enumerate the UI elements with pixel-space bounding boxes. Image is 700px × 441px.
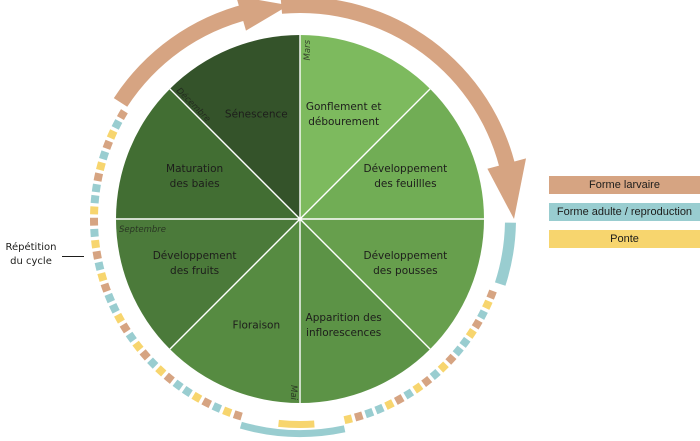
legend-egg-label: Ponte xyxy=(610,233,639,245)
cycle-dash-larva xyxy=(119,322,131,334)
cycle-dash-egg xyxy=(191,391,203,403)
cycle-dash-larva xyxy=(486,289,497,300)
cycle-dash-adult xyxy=(104,292,115,304)
cycle-dash-adult xyxy=(364,407,375,419)
cycle-dash-egg xyxy=(155,365,167,377)
cycle-dash-larva xyxy=(421,375,433,387)
cycle-dash-adult xyxy=(459,336,471,348)
cycle-dash-egg xyxy=(97,272,108,282)
cycle-dash-egg xyxy=(106,129,118,140)
cycle-dash-egg xyxy=(343,414,353,425)
adult-band-bottom xyxy=(239,421,346,438)
segment-5 xyxy=(169,219,300,403)
divider-line xyxy=(299,88,431,220)
cycle-repeat-label: Répétition du cycle xyxy=(0,241,62,269)
cycle-repeat-line2: du cycle xyxy=(10,256,52,267)
cycle-dash-adult xyxy=(211,402,223,413)
cycle-dash-adult xyxy=(111,119,123,130)
cycle-dash-adult xyxy=(172,379,184,391)
cycle-dash-larva xyxy=(139,349,151,361)
divider-line xyxy=(169,88,301,220)
legend-adult-label: Forme adulte / reproduction xyxy=(556,206,693,218)
cycle-dash-larva xyxy=(100,282,111,293)
adult-block xyxy=(494,222,516,286)
larva-arrow-2-shaft xyxy=(280,0,518,177)
cycle-dash-egg xyxy=(437,361,449,373)
segment-4 xyxy=(300,219,431,403)
larva-arrow-1-shaft xyxy=(113,3,251,107)
cycle-dash-larva xyxy=(354,411,364,422)
cycle-dash-adult xyxy=(90,194,100,204)
cycle-dash-egg xyxy=(114,312,125,324)
cycle-dash-egg xyxy=(132,340,144,352)
cycle-dash-adult xyxy=(99,150,110,161)
cycle-dash-adult xyxy=(147,357,159,369)
legend-larva-label: Forme larvaire xyxy=(589,179,660,191)
divider-line xyxy=(169,218,301,350)
divider-line xyxy=(299,218,431,350)
cycle-dash-adult xyxy=(181,385,193,397)
segment-8 xyxy=(169,35,300,219)
cycle-repeat-pointer xyxy=(62,256,84,257)
month-label-march: Mars xyxy=(303,39,313,60)
cycle-dash-egg xyxy=(91,239,100,249)
cycle-dash-adult xyxy=(477,309,488,320)
segment-label-5: Floraison xyxy=(233,319,281,331)
cycle-dash-egg xyxy=(412,382,424,394)
cycle-repeat-line1: Répétition xyxy=(5,242,57,253)
segment-dividers xyxy=(116,35,484,403)
cycle-dash-adult xyxy=(403,388,415,400)
segment-6 xyxy=(116,219,300,350)
cycle-dash-egg xyxy=(384,399,395,410)
segment-2 xyxy=(300,88,484,219)
month-label-may: Mai xyxy=(288,385,298,401)
cycle-dash-larva xyxy=(393,394,405,405)
egg-band-bottom xyxy=(278,419,315,428)
phenology-wheel xyxy=(116,35,484,403)
cycle-dash-adult xyxy=(91,183,101,193)
cycle-dash-larva xyxy=(445,353,457,365)
cycle-dash-adult xyxy=(374,403,385,415)
month-label-september: Septembre xyxy=(119,225,166,235)
segment-1 xyxy=(300,35,431,219)
cycle-dash-adult xyxy=(90,228,99,238)
cycle-dash-adult xyxy=(109,303,120,314)
segment-3 xyxy=(300,219,484,350)
larva-arrow-1-head xyxy=(237,0,289,31)
cycle-dash-larva xyxy=(92,250,102,260)
cycle-dash-larva xyxy=(93,172,104,182)
cycle-dash-larva xyxy=(201,397,213,409)
cycle-dash-larva xyxy=(232,410,243,421)
cycle-dash-egg xyxy=(222,406,233,417)
legend-larva: Forme larvaire xyxy=(549,176,700,194)
cycle-dash-larva xyxy=(163,372,175,384)
cycle-dash-larva xyxy=(102,139,113,150)
cycle-dash-adult xyxy=(429,368,441,381)
legend-egg: Ponte xyxy=(549,230,700,248)
cycle-dash-larva xyxy=(116,109,128,120)
cycle-dash-egg xyxy=(90,206,99,215)
cycle-dash-egg xyxy=(96,161,106,171)
cycle-dash-larva xyxy=(90,217,99,226)
larva-arrow-2-head xyxy=(487,158,527,219)
cycle-dash-adult xyxy=(94,261,105,271)
cycle-dash-larva xyxy=(471,318,483,330)
cycle-dash-egg xyxy=(465,328,477,339)
cycle-dash-adult xyxy=(452,345,464,357)
segment-label-8: Sénescence xyxy=(225,109,288,121)
cycle-dash-egg xyxy=(482,299,493,310)
cycle-dash-adult xyxy=(125,331,137,343)
segment-7 xyxy=(116,88,300,219)
legend-adult: Forme adulte / reproduction xyxy=(549,203,700,221)
insect-cycle-ring xyxy=(90,0,527,438)
